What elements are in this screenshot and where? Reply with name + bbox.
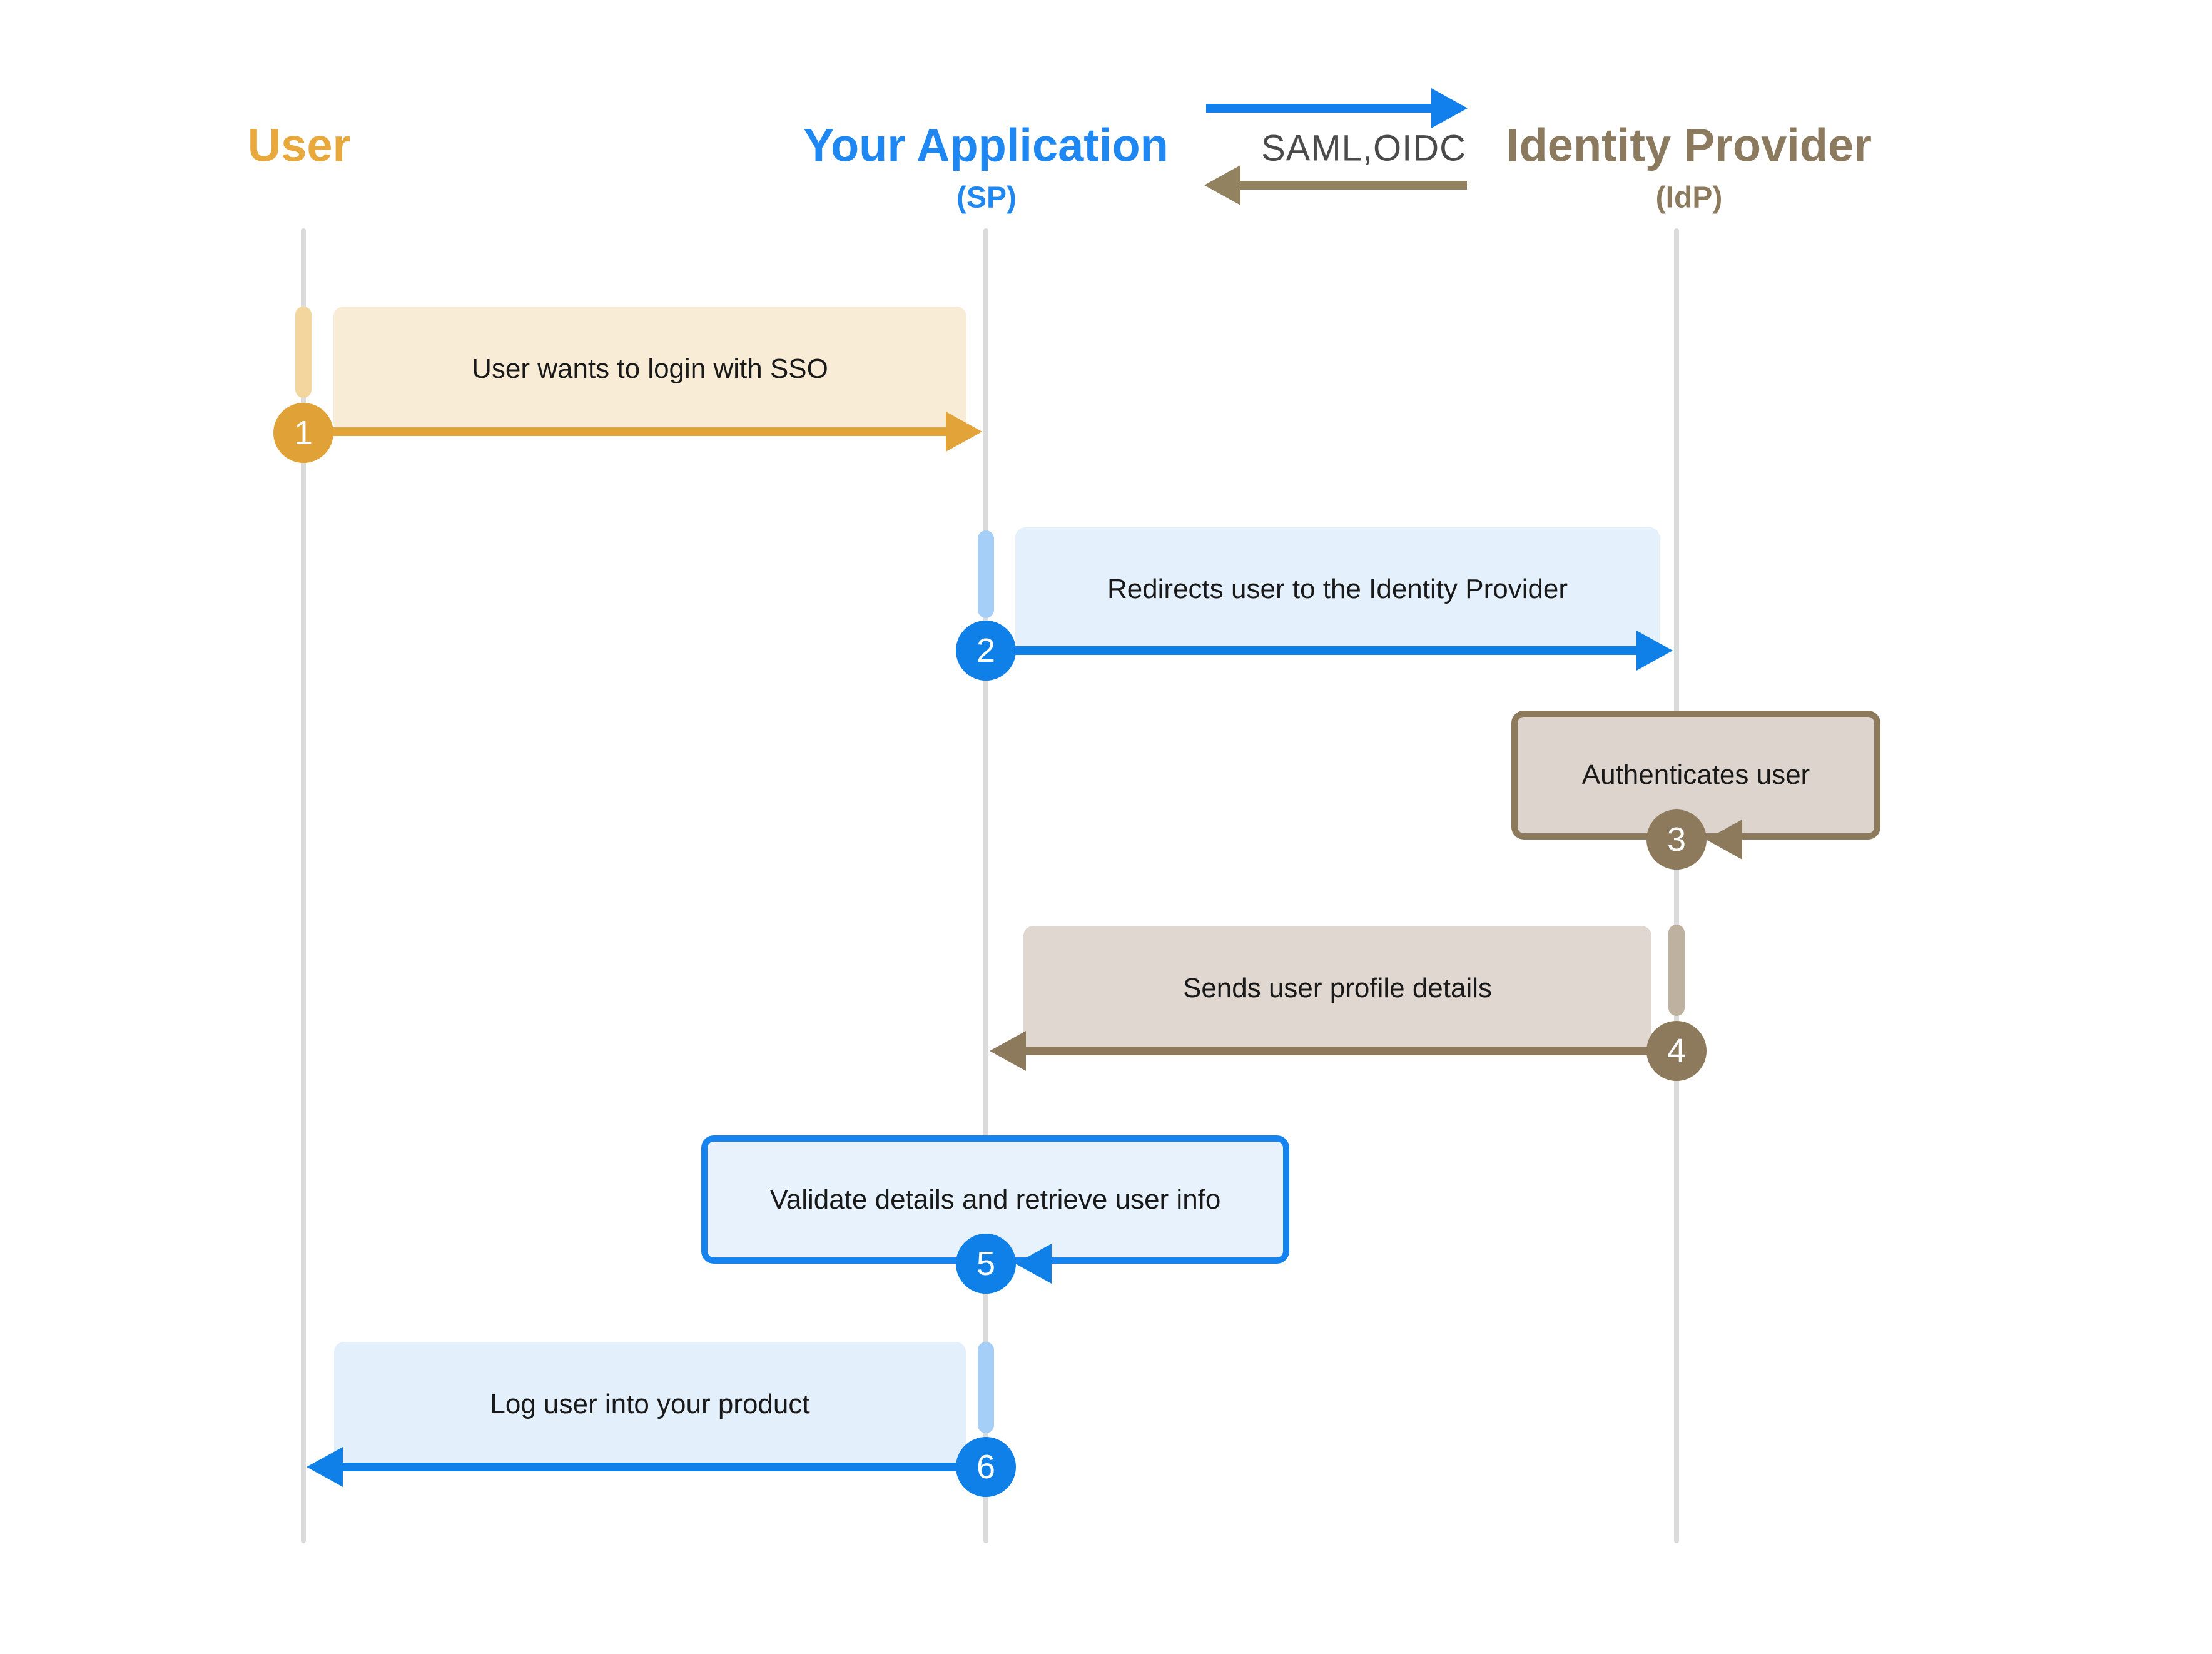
legend-label: SAML,OIDC bbox=[1261, 128, 1467, 169]
actor-sub-sp: (SP) bbox=[956, 181, 1017, 215]
step-4-activation-bar bbox=[1668, 925, 1685, 1016]
step-2-arrow-line bbox=[986, 646, 1638, 655]
actor-title-identity-provider: Identity Provider bbox=[1506, 119, 1872, 171]
step-4-message-text: Sends user profile details bbox=[1182, 973, 1493, 1003]
legend-right-arrowhead-icon bbox=[1431, 88, 1468, 128]
actor-title-your-application: Your Application bbox=[803, 119, 1169, 171]
step-6-arrowhead-icon bbox=[307, 1447, 343, 1487]
step-2-message-box: Redirects user to the Identity Provider bbox=[1015, 527, 1660, 651]
step-1-arrow-line bbox=[303, 427, 948, 436]
step-6-message-text: Log user into your product bbox=[490, 1389, 810, 1419]
step-4-message-box: Sends user profile details bbox=[1023, 926, 1651, 1051]
step-6-arrow-line bbox=[343, 1463, 986, 1471]
step-5-message-text: Validate details and retrieve user info bbox=[769, 1184, 1221, 1215]
step-3-message-text: Authenticates user bbox=[1581, 759, 1810, 790]
legend-left-arrowhead-icon bbox=[1204, 165, 1240, 205]
step-6-badge: 6 bbox=[956, 1437, 1016, 1497]
step-2-badge: 2 bbox=[956, 621, 1016, 681]
actor-sub-idp: (IdP) bbox=[1655, 181, 1723, 215]
step-1-badge: 1 bbox=[273, 403, 333, 463]
actor-title-user: User bbox=[247, 119, 351, 171]
step-1-message-text: User wants to login with SSO bbox=[472, 353, 828, 384]
step-5-badge: 5 bbox=[956, 1234, 1016, 1294]
step-1-activation-bar bbox=[295, 307, 312, 398]
step-1-arrowhead-icon bbox=[946, 412, 982, 452]
step-2-activation-bar bbox=[978, 530, 994, 618]
step-4-arrowhead-icon bbox=[990, 1031, 1026, 1071]
legend-left-arrow-line bbox=[1240, 181, 1467, 190]
step-4-badge: 4 bbox=[1646, 1021, 1707, 1081]
lifeline-user bbox=[301, 228, 306, 1543]
step-1-message-box: User wants to login with SSO bbox=[333, 307, 966, 432]
lifeline-your-application bbox=[983, 228, 988, 1543]
step-2-message-text: Redirects user to the Identity Provider bbox=[1107, 573, 1568, 604]
step-5-arrowhead-icon bbox=[1015, 1244, 1052, 1284]
lifeline-identity-provider bbox=[1674, 228, 1679, 1543]
step-6-message-box: Log user into your product bbox=[334, 1342, 966, 1467]
step-6-activation-bar bbox=[978, 1342, 994, 1433]
step-3-badge: 3 bbox=[1646, 809, 1707, 870]
step-3-arrowhead-icon bbox=[1706, 819, 1742, 860]
step-2-arrowhead-icon bbox=[1636, 631, 1673, 671]
legend-right-arrow-line bbox=[1206, 104, 1433, 113]
step-4-arrow-line bbox=[1025, 1047, 1648, 1055]
